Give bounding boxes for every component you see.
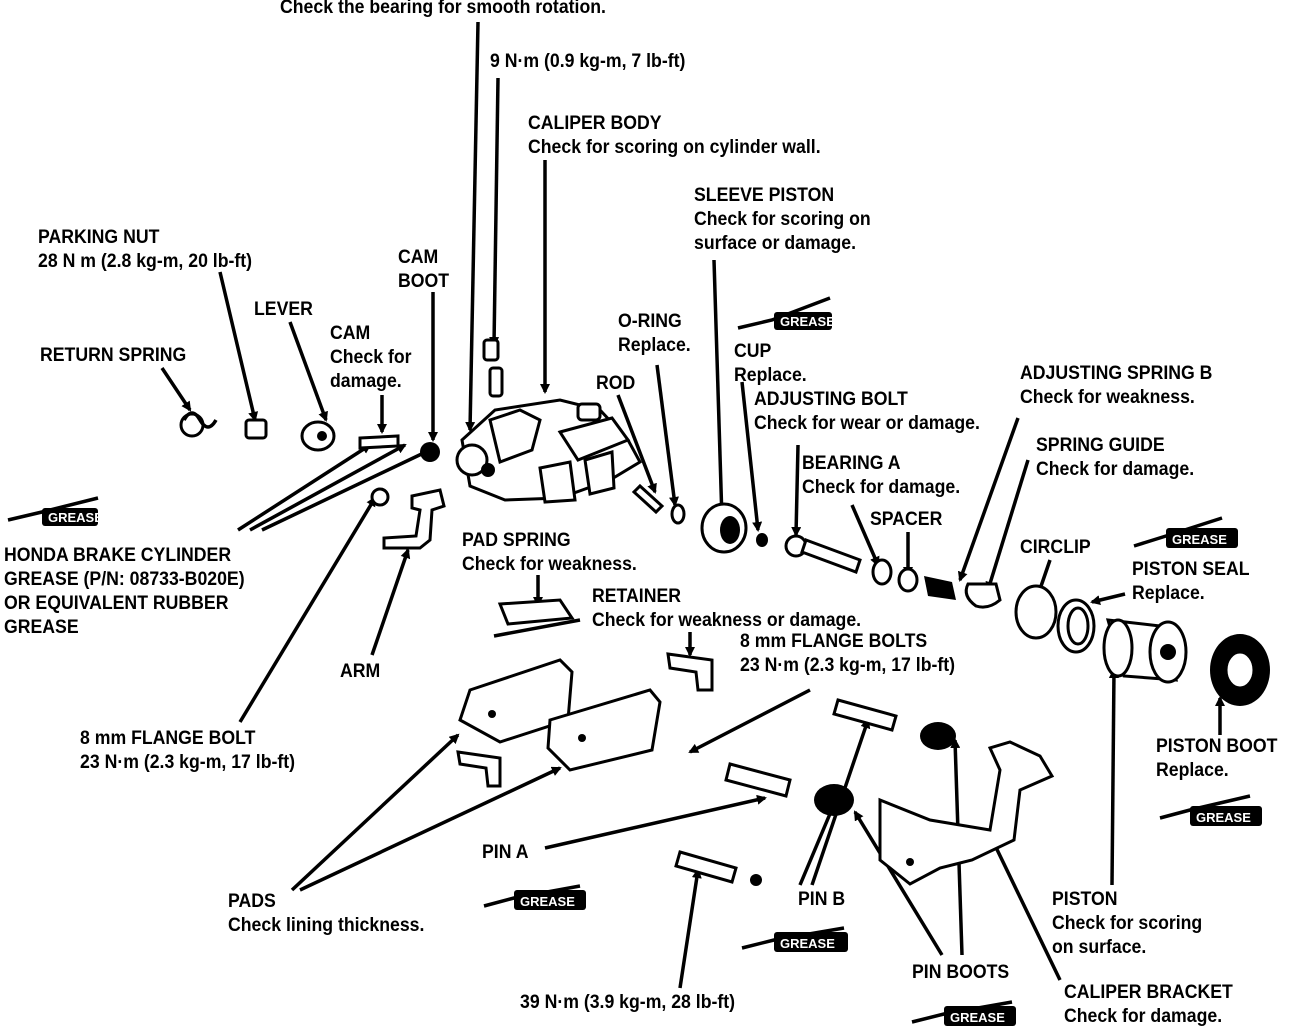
return-spring-label: RETURN SPRING: [40, 345, 187, 366]
parking-mechanism-parts: [179, 338, 504, 550]
grease-tag: GREASE: [780, 314, 835, 329]
grease-tag: GREASE: [950, 1010, 1005, 1025]
pad-parts: [456, 598, 714, 788]
grease-tag: GREASE: [1172, 532, 1227, 547]
piston-parts: [1102, 618, 1270, 706]
grease-tag: GREASE: [48, 510, 103, 525]
grease-tag: GREASE: [780, 936, 835, 951]
rod-label: ROD: [596, 373, 636, 394]
arm-label: ARM: [340, 661, 381, 682]
grease-tube-icon: GREASE: [1159, 794, 1262, 826]
leader-lines: [160, 21, 1225, 989]
spacer-label: SPACER: [870, 509, 943, 530]
bearing-check-label: Check the bearing for smooth rotation.: [280, 0, 606, 18]
grease-tube-icon: GREASE: [741, 926, 848, 952]
bracket-parts: [674, 698, 1055, 886]
grease-tube-icon: GREASE: [483, 884, 586, 910]
circlip-label: CIRCLIP: [1020, 537, 1091, 558]
lever-label: LEVER: [254, 299, 313, 320]
grease-tube-icon: GREASE: [911, 1000, 1016, 1026]
grease-tubes: GREASE GREASE GREASE GREASE GREASE GREAS…: [7, 296, 1262, 1026]
grease-tag: GREASE: [520, 894, 575, 909]
pin-boots-label: PIN BOOTS: [912, 962, 1010, 983]
pin-a-label: PIN A: [482, 842, 529, 863]
adjuster-parts: [631, 483, 1096, 654]
grease-tube-icon: GREASE: [7, 496, 103, 526]
caliper-body-part: [455, 398, 643, 504]
grease-tag: GREASE: [1196, 810, 1251, 825]
grease-tube-icon: GREASE: [737, 296, 835, 330]
torque-9-label: 9 N·m (0.9 kg-m, 7 lb-ft): [490, 51, 686, 72]
torque-39-label: 39 N·m (3.9 kg-m, 28 lb-ft): [520, 992, 736, 1013]
pin-b-label: PIN B: [798, 889, 846, 910]
grease-tube-icon: GREASE: [1133, 516, 1238, 548]
